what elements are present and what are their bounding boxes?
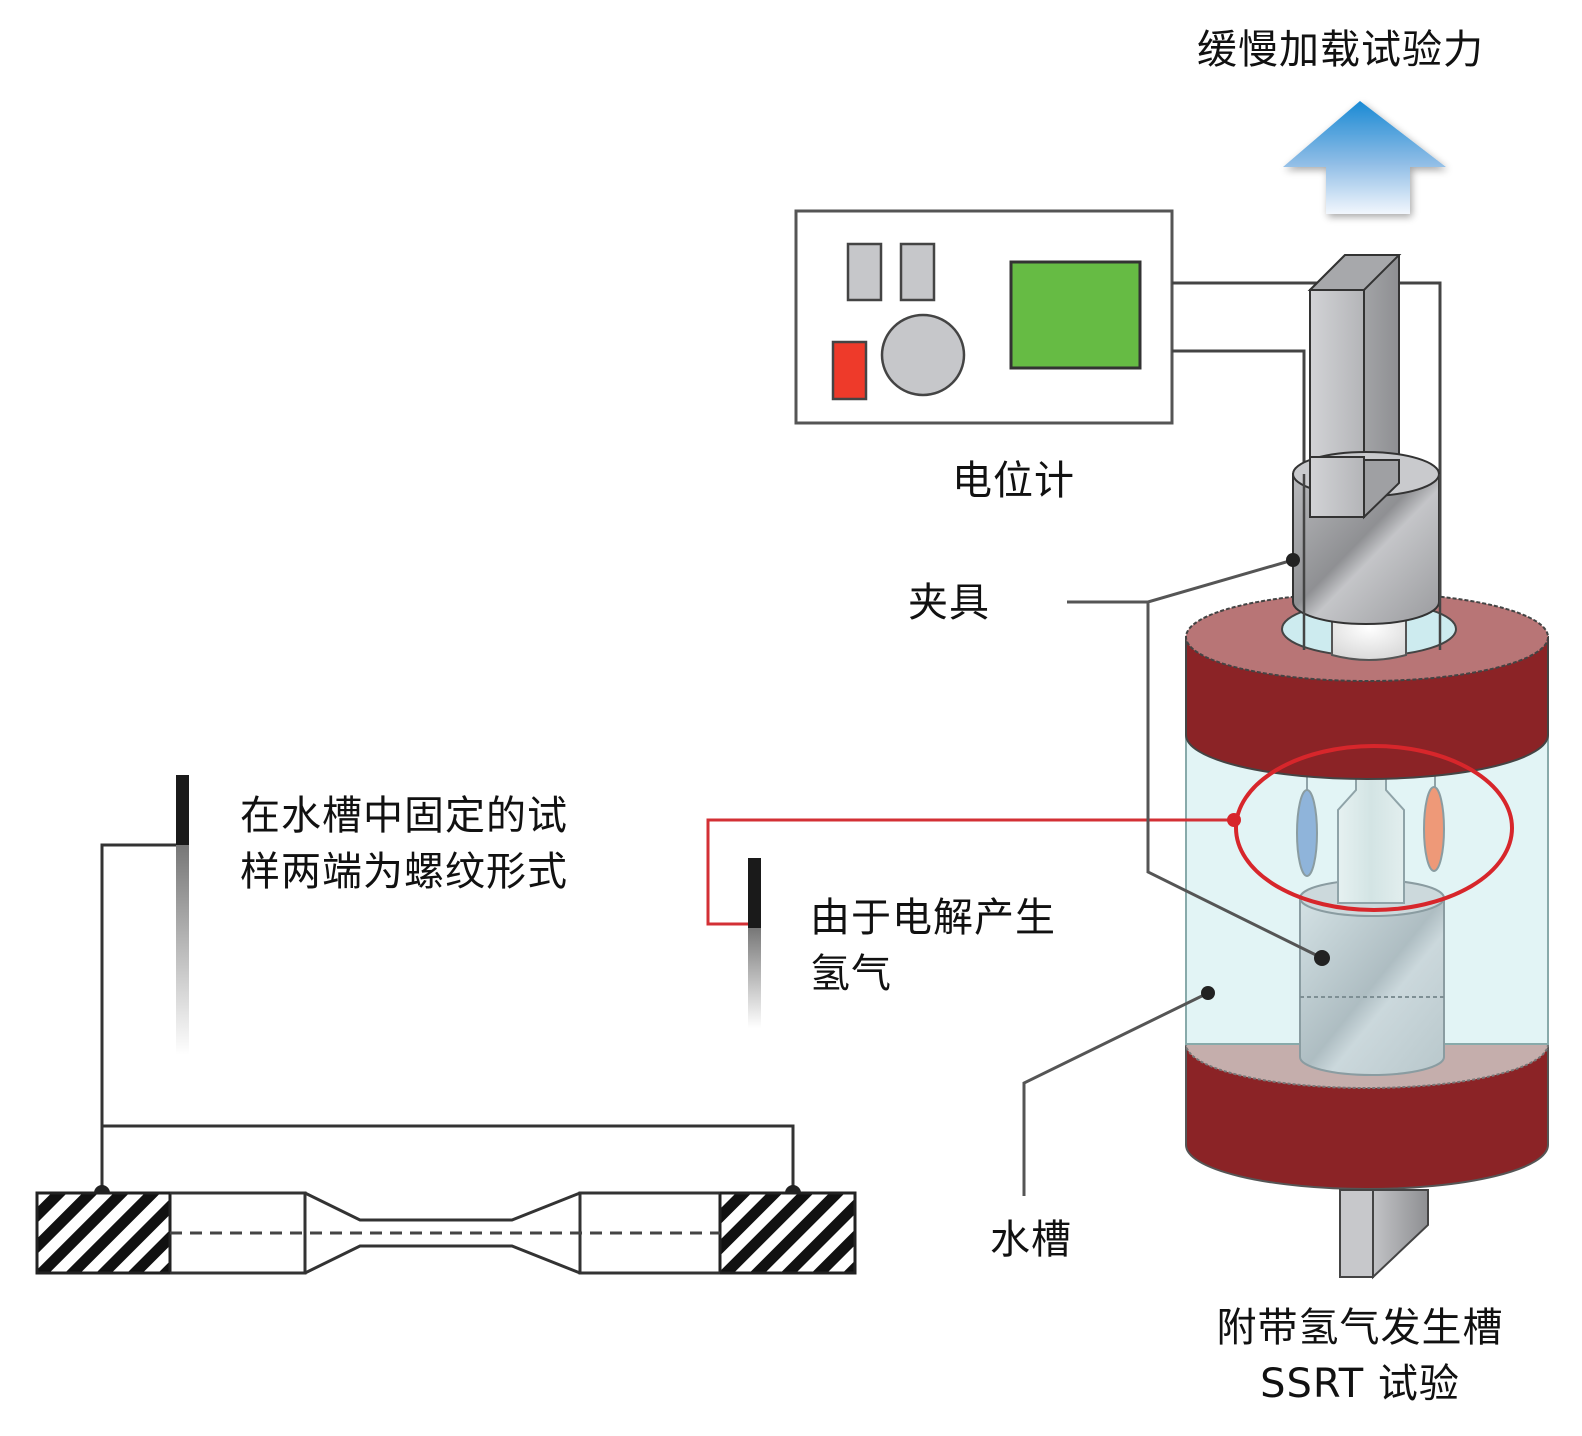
left-threaded-grip xyxy=(35,1191,172,1275)
water-tank-leader-line xyxy=(1022,986,1215,1196)
fixture-label: 夹具 xyxy=(908,580,990,626)
potentiostat-label: 电位计 xyxy=(952,458,1075,504)
figure-caption: 附带氢气发生槽 SSRT 试验 xyxy=(1205,1300,1515,1412)
slow-load-label: 缓慢加载试验力 xyxy=(1197,27,1484,73)
test-specimen xyxy=(1337,774,1405,904)
lower-pull-rod xyxy=(1339,1189,1429,1280)
electrolysis-highlight xyxy=(706,744,1514,926)
red-connection-dot xyxy=(1227,813,1241,827)
cathode-electrode xyxy=(1296,789,1318,877)
fixture-leader-line xyxy=(1067,553,1330,966)
potentiostat xyxy=(794,209,1174,425)
caption-line-1: 附带氢气发生槽 xyxy=(1216,1305,1504,1351)
hydrogen-note-line-1: 由于电解产生 xyxy=(810,895,1056,941)
specimen-note: 在水槽中固定的试 样两端为螺纹形式 xyxy=(240,788,568,900)
hydrogen-note: 由于电解产生 氢气 xyxy=(810,890,1056,1002)
specimen-note-line-2: 样两端为螺纹形式 xyxy=(240,849,568,895)
caption-line-2: SSRT 试验 xyxy=(1260,1361,1460,1407)
potentiostat-wires-inner xyxy=(1302,474,1442,650)
right-threaded-grip xyxy=(718,1191,857,1275)
potentiostat-red-button xyxy=(831,340,868,401)
hydrogen-note-line-2: 氢气 xyxy=(810,951,892,997)
potentiostat-knob-2 xyxy=(899,242,936,302)
counter-electrode-icon xyxy=(748,858,761,928)
upper-grip-cylinder xyxy=(1292,451,1440,625)
water-tank-label: 水槽 xyxy=(990,1217,1072,1263)
potentiostat-knob-1 xyxy=(846,242,883,302)
specimen-drawing xyxy=(35,775,857,1275)
potentiostat-dial xyxy=(880,313,966,397)
specimen-note-line-1: 在水槽中固定的试 xyxy=(240,793,568,839)
reference-electrode-icon xyxy=(176,775,189,845)
tank-top-heater xyxy=(1185,592,1549,780)
electrodes xyxy=(1296,775,1445,877)
anode-electrode xyxy=(1423,786,1445,872)
load-arrow-icon xyxy=(1283,101,1446,214)
potentiostat-display xyxy=(1009,260,1142,370)
